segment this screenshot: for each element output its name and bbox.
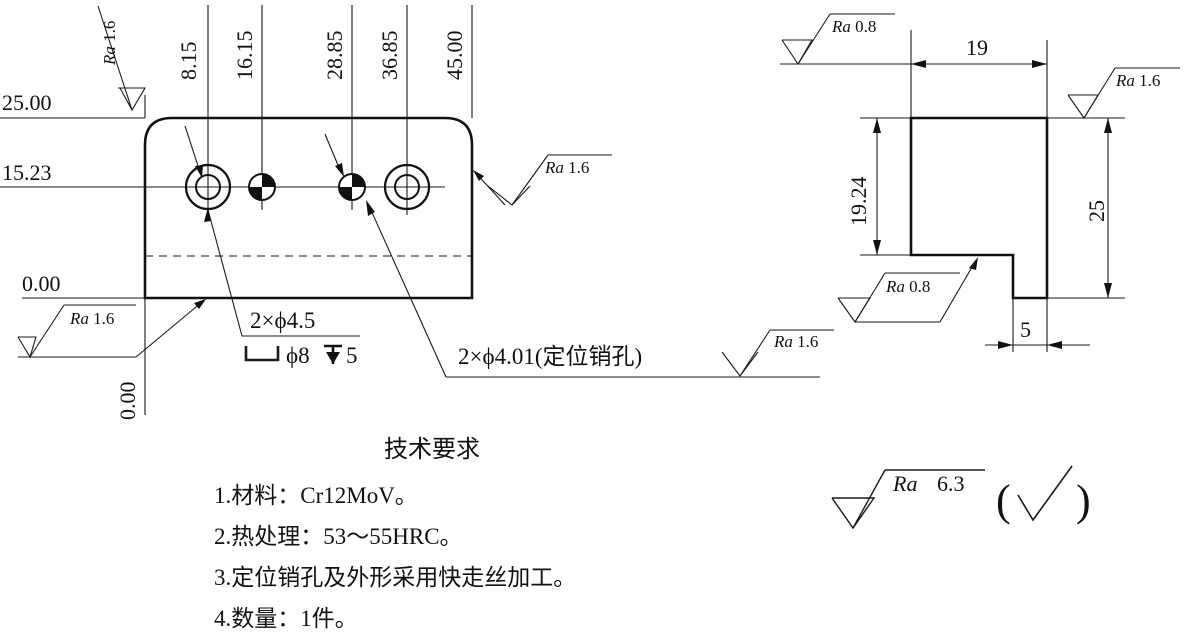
svg-text:): ) [1076,476,1091,525]
technical-requirements: 技术要求 1.材料：Cr12MoV。 2.热处理：53～55HRC。 3.定位销… [214,436,576,631]
roughness-symbol-front-right: Ra 1.6 [473,154,612,206]
dim-y-15-23: 15.23 [2,160,52,185]
tech-req-item: 4.数量：1件。 [214,606,358,631]
roughness-symbol-bottom-left: Ra 1.6 [17,299,206,359]
pin-hole-right [338,173,366,201]
dim-x-28-85: 28.85 [322,31,347,81]
dim-side-width: 19 [966,35,988,60]
dim-y-0-00: 0.00 [22,271,61,296]
pin-hole-callout: 2×ϕ4.01(定位销孔) [458,344,642,369]
svg-text:Ra 0.8: Ra 0.8 [831,17,876,36]
counterbore-diameter: ϕ8 [286,343,310,368]
svg-text:Ra 0.8: Ra 0.8 [885,277,930,296]
tech-req-item: 1.材料：Cr12MoV。 [214,483,418,508]
dim-x-45-00: 45.00 [442,31,467,81]
dim-x-16-15: 16.15 [232,31,257,81]
svg-text:Ra: Ra [892,471,917,496]
counterbore-depth: 5 [346,343,358,368]
dim-y-25-00: 25.00 [2,90,52,115]
dim-side-height-right: 25 [1084,200,1109,222]
roughness-symbol-side-top-left: Ra 0.8 [780,13,911,66]
svg-text:Ra 1.6: Ra 1.6 [69,309,114,328]
general-roughness-value: 6.3 [937,471,965,496]
front-view: 8.15 16.15 28.85 36.85 45.00 0.00 25.00 … [0,5,820,420]
roughness-symbol-side-top-right: Ra 1.6 [1067,67,1180,120]
front-view-outline [143,116,474,300]
svg-text:Ra 1.6: Ra 1.6 [1115,71,1160,90]
dim-x-8-15: 8.15 [176,42,201,81]
side-view-outline [909,116,1049,300]
roughness-symbol-pin-hole: Ra 1.6 [721,329,834,377]
counterbore-hole-right [383,163,431,211]
roughness-symbol-side-inner: Ra 0.8 [837,257,978,323]
counterbore-icon [244,346,280,362]
depth-icon [324,344,342,364]
tech-req-title: 技术要求 [384,436,480,463]
hole-callout-counterbore: 2×ϕ4.5 [250,308,315,333]
svg-text:(: ( [996,476,1011,525]
dim-x-36-85: 36.85 [377,31,402,81]
side-view: 19 19.24 25 5 [846,30,1125,352]
pin-hole-left [248,173,276,201]
roughness-symbol-top-left: Ra 1.6 [97,5,146,112]
svg-text:Ra 1.6: Ra 1.6 [544,158,589,177]
svg-text:Ra 1.6: Ra 1.6 [100,21,119,66]
roughness-symbol-general: Ra 6.3 ( ) [831,465,1091,530]
svg-text:Ra 1.6: Ra 1.6 [773,332,818,351]
tech-req-item: 2.热处理：53～55HRC。 [214,524,463,549]
dim-side-height-left: 19.24 [846,177,871,227]
dim-x-0-00: 0.00 [115,382,140,421]
tech-req-item: 3.定位销孔及外形采用快走丝加工。 [214,565,576,590]
dim-side-step: 5 [1020,317,1031,342]
